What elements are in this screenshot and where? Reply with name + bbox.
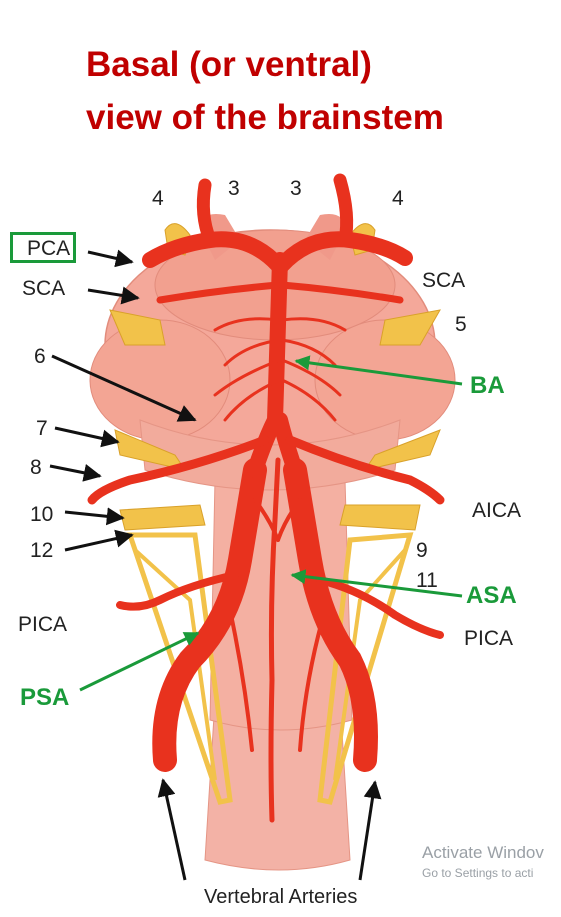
activation-watermark-subtitle: Go to Settings to acti [422,866,534,880]
label-sca-right: SCA [422,269,466,292]
label-cn10: 10 [30,503,54,526]
label-ba: BA [470,372,505,399]
label-cn6: 6 [34,345,46,368]
pointer-arrows [49,249,382,881]
label-sca-left: SCA [22,277,66,300]
label-cn12: 12 [30,539,54,562]
label-cn7: 7 [36,417,48,440]
label-cn8: 8 [30,456,42,479]
label-psa: PSA [20,684,70,711]
label-cn4-right: 4 [392,187,404,210]
label-cn9: 9 [416,539,428,562]
label-pca: PCA [10,232,77,263]
label-cn4-left: 4 [152,187,164,210]
label-pica-left: PICA [18,613,68,636]
label-cn3-left: 3 [228,177,240,200]
label-vertebral-arteries: Vertebral Arteries [204,886,358,908]
label-cn11: 11 [416,569,438,592]
label-asa: ASA [466,582,517,609]
title-line-2: view of the brainstem [86,98,444,137]
label-cn5: 5 [455,313,467,336]
brainstem-tissue [89,214,456,871]
title-line-1: Basal (or ventral) [86,45,372,84]
annotation-arrows [79,355,463,692]
label-aica: AICA [472,499,522,522]
label-pica-right: PICA [464,627,514,650]
arteries [87,173,445,823]
label-cn3-right: 3 [290,177,302,200]
activation-watermark-title: Activate Windov [422,843,544,862]
